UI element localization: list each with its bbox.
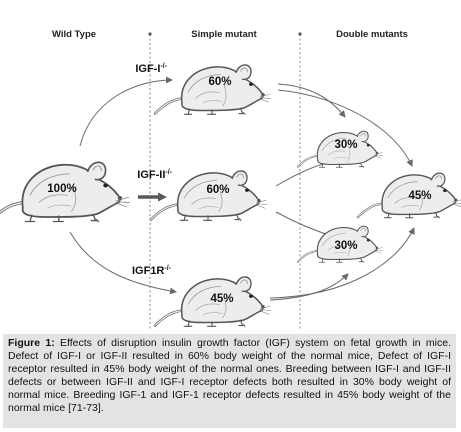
arrow-igf1r-to-double-bottom bbox=[269, 273, 349, 301]
caption-text: Effects of disruption insulin growth fac… bbox=[8, 337, 452, 415]
percent-igf1r: 45% bbox=[210, 293, 233, 305]
percent-igf1: 60% bbox=[208, 76, 231, 88]
separator-left-dot bbox=[148, 32, 152, 36]
separator-right-dot bbox=[298, 32, 302, 36]
percent-double-final: 45% bbox=[408, 190, 431, 202]
percent-double-top: 30% bbox=[334, 139, 357, 151]
label-igf1r: IGF1R-/- bbox=[132, 265, 172, 277]
label-igf2: IGF-II-/- bbox=[137, 169, 172, 181]
arrow-igf1-to-double-final bbox=[277, 89, 413, 167]
mouse-igf1-mutant bbox=[153, 63, 273, 116]
percent-wild: 100% bbox=[47, 183, 76, 195]
heading-simple-mutant: Simple mutant bbox=[191, 29, 257, 40]
arrow-wild-to-igf1r bbox=[69, 231, 177, 295]
arrow-igf1r-to-double-final bbox=[269, 227, 415, 299]
percent-double-bottom: 30% bbox=[334, 240, 357, 252]
arrow-igf1-to-double-top bbox=[277, 83, 346, 118]
igf-diagram: Wild Type Simple mutant Double mutants 1… bbox=[0, 29, 461, 330]
percent-igf2: 60% bbox=[206, 184, 229, 196]
heading-wild-type: Wild Type bbox=[52, 29, 96, 40]
figure-caption: Figure 1: Effects of disruption insulin … bbox=[8, 337, 451, 416]
arrow-wild-to-igf1 bbox=[79, 76, 173, 147]
label-igf1: IGF-I-/- bbox=[135, 63, 167, 75]
heading-double-mutants: Double mutants bbox=[336, 29, 408, 40]
figure-caption-box: Figure 1: Effects of disruption insulin … bbox=[3, 334, 456, 428]
caption-label: Figure 1: bbox=[8, 337, 55, 349]
